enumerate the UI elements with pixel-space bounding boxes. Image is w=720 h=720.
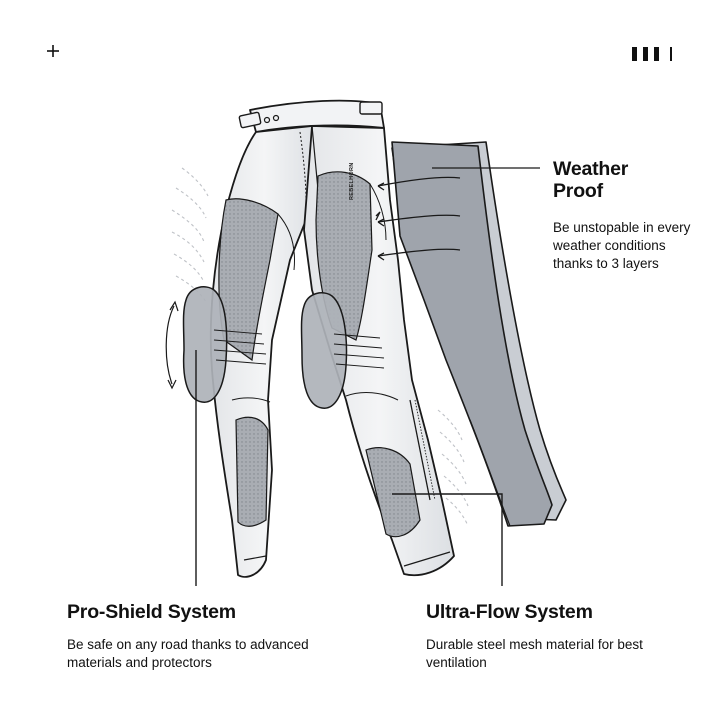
weather-proof-description: Be unstopable in every weather condition…	[553, 220, 691, 271]
ultra-flow-title: Ultra-Flow System	[426, 601, 593, 623]
leader-ultra-flow	[392, 493, 503, 586]
weather-proof-title-line2: Proof	[553, 180, 603, 202]
brand-print: REBELHORN	[349, 162, 355, 200]
bars-icon	[632, 47, 672, 61]
pro-shield-title: Pro-Shield System	[67, 601, 236, 623]
weather-proof-title: Weather Proof	[553, 158, 693, 202]
layer-membrane-front	[391, 141, 553, 527]
weather-proof-title-line1: Weather	[553, 158, 629, 180]
knee-protector-right	[300, 292, 385, 409]
pro-shield-description: Be safe on any road thanks to advanced m…	[67, 637, 309, 670]
airflow-lines	[171, 167, 209, 303]
flex-arrow	[165, 300, 179, 390]
airflow-lines-right	[437, 409, 469, 527]
plus-icon	[47, 45, 59, 57]
leader-weather-proof	[375, 167, 540, 261]
knee-protector-left	[182, 286, 267, 403]
ultra-flow-description: Durable steel mesh material for best ven…	[426, 637, 643, 670]
